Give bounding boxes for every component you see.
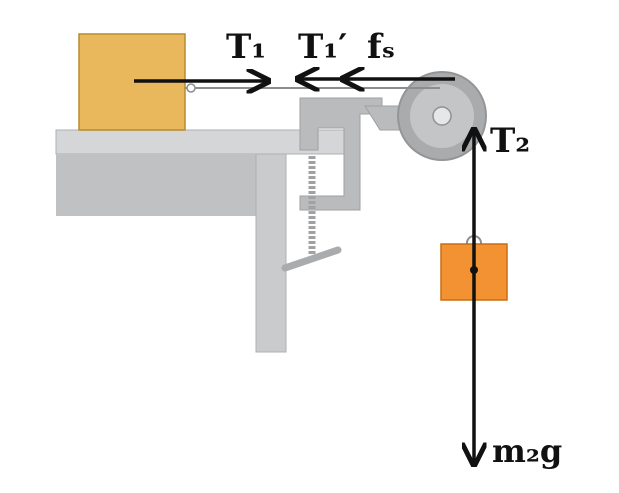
force-origin-dot — [470, 266, 478, 274]
force-labels: T₁ T₁′ fₛ T₂ m₂g — [226, 27, 562, 470]
clamp-handle — [281, 246, 342, 272]
label-m2g: m₂g — [492, 432, 562, 470]
table-side — [56, 154, 256, 216]
label-t1: T₁ — [226, 27, 266, 67]
pulley-axle — [432, 106, 452, 126]
table — [55, 129, 353, 353]
label-fs: fₛ — [367, 27, 395, 67]
force-arrows — [134, 79, 478, 462]
label-t1-prime: T₁′ — [298, 27, 347, 67]
table-leg — [255, 153, 287, 353]
block-hook — [186, 83, 196, 93]
label-t2: T₂ — [490, 121, 530, 161]
